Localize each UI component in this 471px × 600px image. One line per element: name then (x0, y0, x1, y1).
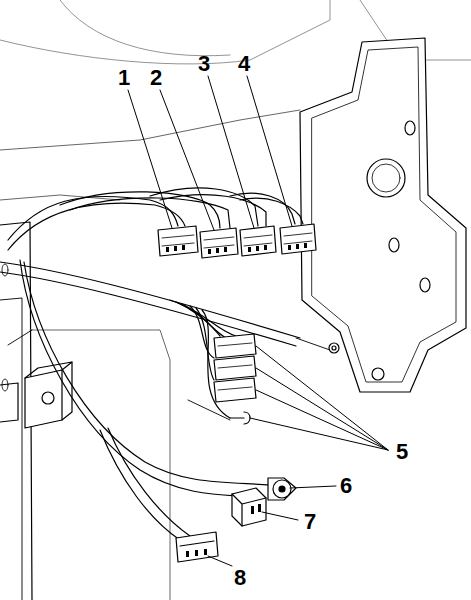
callout-number: 3 (198, 53, 210, 75)
callout-number: 4 (238, 53, 250, 75)
callout-number: 5 (396, 441, 408, 463)
callout-number: 6 (340, 475, 352, 497)
callout-number: 7 (304, 511, 316, 533)
callout-number: 2 (150, 67, 162, 89)
callout-number: 1 (118, 67, 130, 89)
callout-number: 8 (234, 567, 246, 589)
